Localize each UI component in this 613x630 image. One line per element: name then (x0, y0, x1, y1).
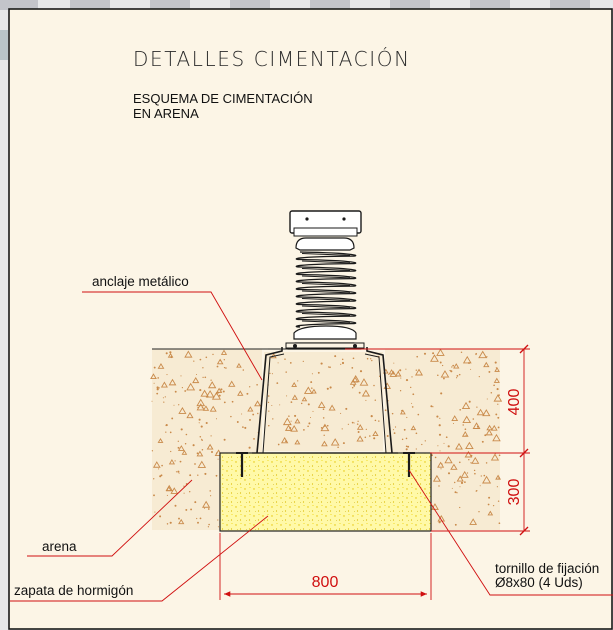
horizontal-dimension (219, 533, 432, 600)
label-anchor: anclaje metálico (92, 274, 189, 289)
sand-speckles (150, 348, 503, 528)
top-tab-strip (0, 0, 590, 10)
dimension-width: 800 (312, 574, 339, 591)
fixing-screws (236, 452, 415, 477)
dimension-height-lower: 300 (506, 479, 523, 506)
spring-element (285, 210, 365, 350)
left-edge-tab (0, 30, 8, 60)
leader-lines (10, 291, 613, 602)
dimension-height-upper: 400 (506, 389, 523, 416)
drawing-title: DETALLES CIMENTACIÓN (133, 47, 411, 71)
vertical-dimension (345, 344, 530, 536)
label-screw-line1: tornillo de fijación (495, 561, 599, 576)
concrete-footing (219, 452, 432, 532)
drawing-subtitle-line2: EN ARENA (133, 106, 199, 121)
label-footing: zapata de hormigón (14, 583, 133, 598)
sand-fill (150, 348, 503, 530)
drawing-subtitle-line1: ESQUEMA DE CIMENTACIÓN (133, 91, 313, 106)
label-screw-line2: Ø8x80 (4 Uds) (495, 575, 583, 590)
label-sand: arena (42, 539, 77, 554)
